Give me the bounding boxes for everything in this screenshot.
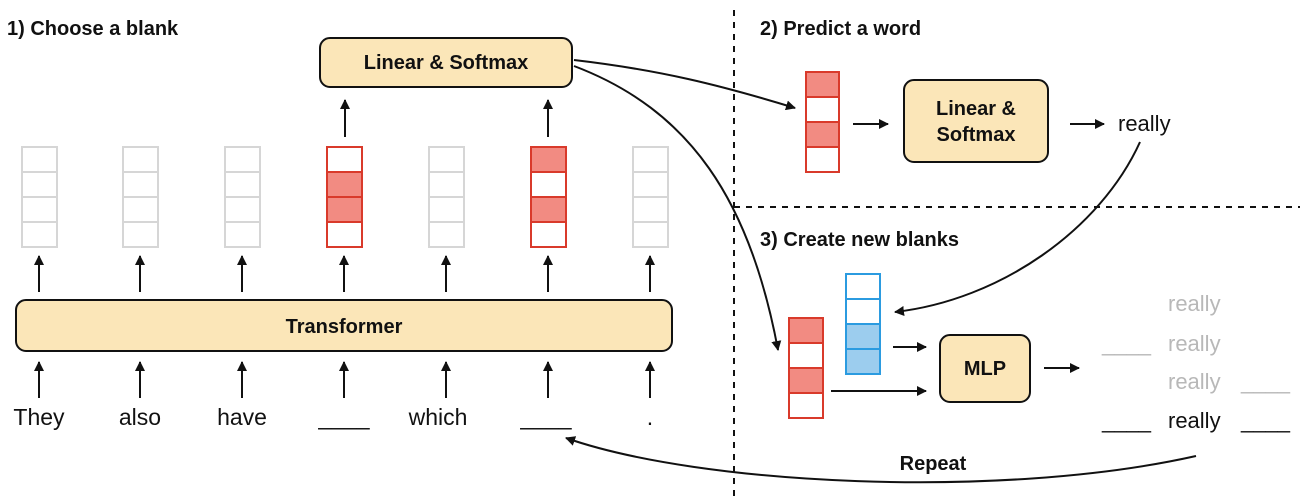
token-5: which [408, 404, 468, 430]
create-context-vector [788, 317, 824, 419]
transformer-box [15, 299, 673, 352]
option-4-blank-left: ____ [1101, 408, 1152, 433]
token-6-blank: ____ [519, 404, 572, 430]
predict-vector [805, 71, 840, 173]
option-1-word: really [1168, 291, 1221, 316]
section-title-predict-word: 2) Predict a word [760, 18, 921, 40]
arrow-word-to-embedding [894, 141, 1141, 316]
linear-softmax-box-top [319, 37, 573, 88]
token-4-blank: ____ [317, 404, 370, 430]
section-title-choose-blank: 1) Choose a blank [7, 18, 179, 40]
arrow-repeat [565, 436, 1197, 484]
option-2-word: really [1168, 331, 1221, 356]
linear-softmax-box-right [903, 79, 1049, 163]
output-vector-6-blank [530, 146, 567, 248]
option-2-blank: ____ [1101, 331, 1152, 356]
token-2: also [119, 404, 161, 430]
output-vector-3 [224, 146, 261, 248]
linear-softmax-label-right-line2: Softmax [937, 124, 1016, 146]
linear-softmax-label-top: Linear & Softmax [364, 52, 528, 74]
output-vector-4-blank [326, 146, 363, 248]
transformer-label: Transformer [286, 316, 403, 338]
option-3-blank: ____ [1240, 369, 1291, 394]
mlp-label: MLP [964, 358, 1006, 380]
repeat-label: Repeat [900, 453, 967, 475]
word-embedding-vector [845, 273, 881, 375]
output-vector-7 [632, 146, 669, 248]
output-vector-5 [428, 146, 465, 248]
mlp-box [939, 334, 1031, 403]
option-4-word: really [1168, 408, 1221, 433]
output-vector-1 [21, 146, 58, 248]
linear-softmax-label-right-line1: Linear & [936, 98, 1016, 120]
token-1: They [13, 404, 65, 430]
token-7: . [647, 404, 653, 430]
arrow-softmax-to-create-vector [573, 65, 782, 351]
option-3-word: really [1168, 369, 1221, 394]
token-3: have [217, 404, 267, 430]
output-vector-2 [122, 146, 159, 248]
section-title-create-blanks: 3) Create new blanks [760, 229, 959, 251]
option-4-blank-right: ____ [1240, 408, 1291, 433]
arrow-softmax-to-predict-vector [573, 59, 796, 111]
predicted-word: really [1118, 111, 1171, 136]
